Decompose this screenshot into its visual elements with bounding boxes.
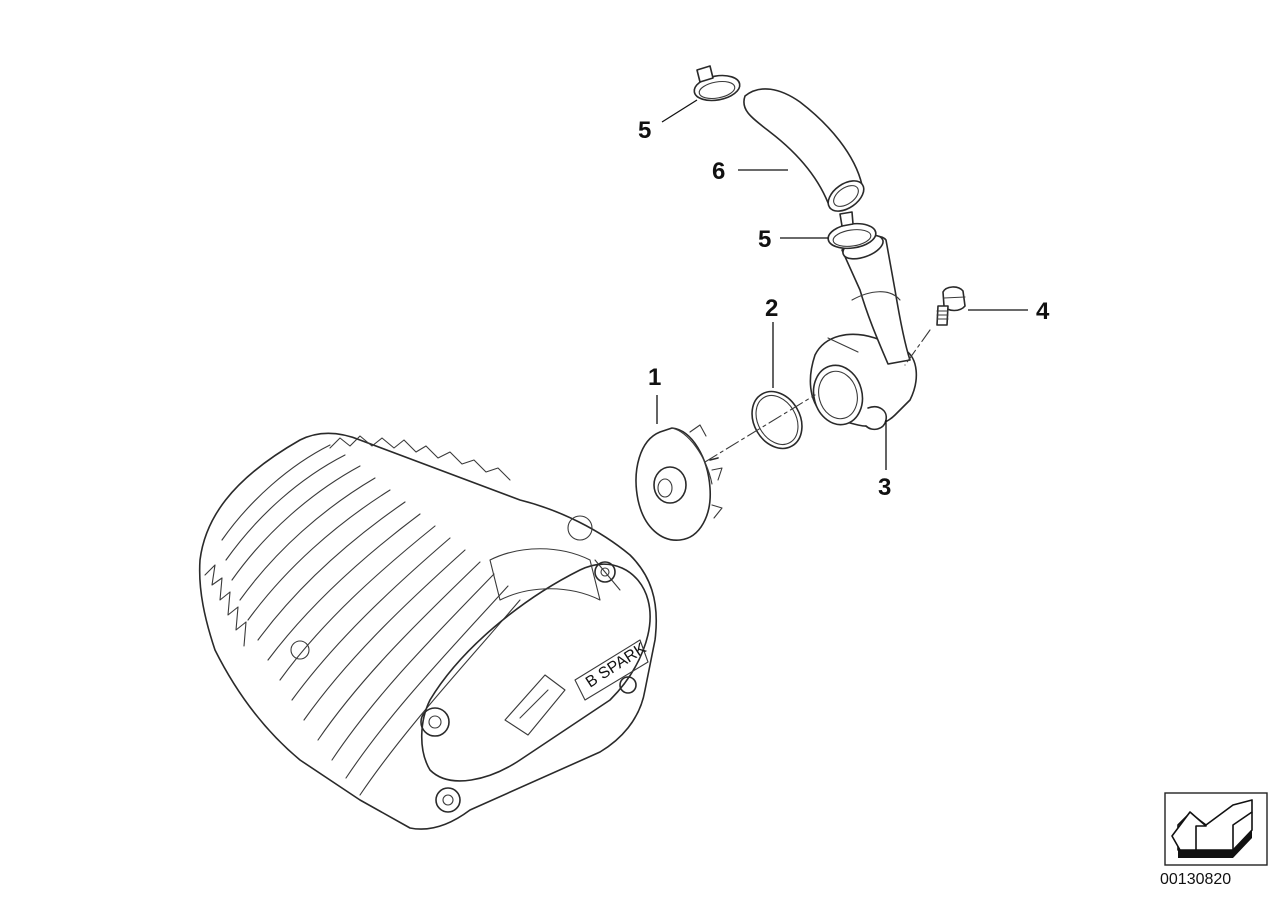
coolant-hose bbox=[743, 88, 865, 212]
callout-5-bottom: 5 bbox=[758, 226, 771, 253]
leader-lines bbox=[656, 99, 1028, 470]
direction-arrow-icon bbox=[1164, 792, 1268, 866]
callout-6: 6 bbox=[712, 158, 725, 185]
callout-1: 1 bbox=[648, 364, 661, 391]
hose-clamp-top bbox=[693, 65, 741, 102]
callouts: 1 2 3 4 5 5 6 bbox=[638, 117, 1050, 501]
callout-2: 2 bbox=[765, 295, 778, 322]
cylinder-head: B SPARK bbox=[198, 432, 658, 830]
cooling-fins bbox=[204, 435, 521, 796]
valve-cover: B SPARK bbox=[420, 548, 651, 782]
reference-number: 00130820 bbox=[1160, 871, 1231, 888]
spark-engraving: B SPARK bbox=[583, 640, 650, 692]
bolt bbox=[936, 286, 966, 326]
impeller bbox=[635, 424, 723, 541]
hose-clamp-bottom bbox=[827, 211, 877, 250]
assembly-axis bbox=[704, 329, 931, 463]
callout-4: 4 bbox=[1036, 298, 1050, 325]
callout-3: 3 bbox=[878, 474, 891, 501]
o-ring bbox=[751, 390, 803, 450]
water-pump-housing bbox=[809, 234, 918, 431]
head-bolts bbox=[290, 515, 637, 813]
callout-5-top: 5 bbox=[638, 117, 651, 144]
